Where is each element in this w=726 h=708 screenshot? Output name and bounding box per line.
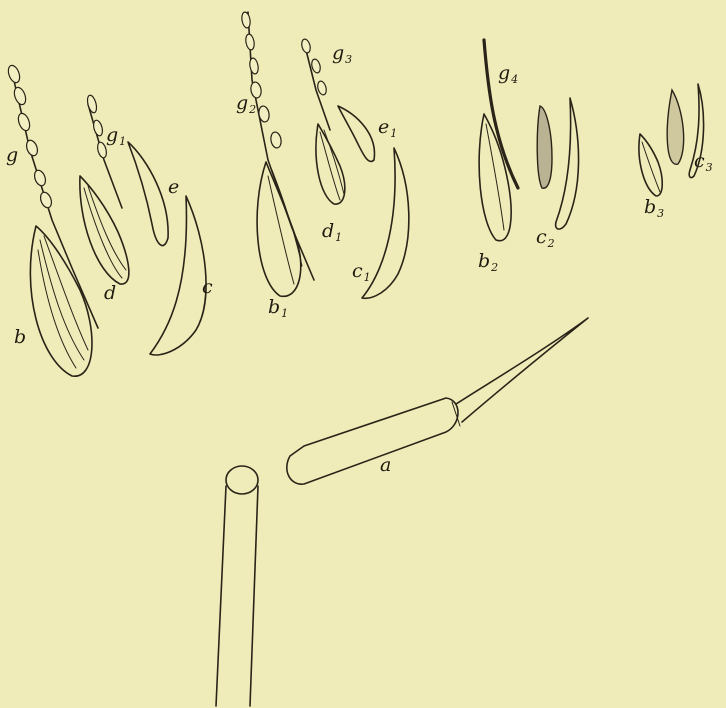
label-g3: g3 xyxy=(332,44,352,65)
label-b: b xyxy=(14,328,27,349)
label-c3: c3 xyxy=(694,152,713,173)
label-b2: b2 xyxy=(478,252,498,273)
label-b1: b1 xyxy=(268,298,288,319)
scale-c xyxy=(150,196,206,355)
label-e1: e1 xyxy=(378,118,397,139)
cell-a xyxy=(287,318,588,484)
label-d1: d1 xyxy=(322,222,342,243)
hair-g xyxy=(12,72,98,328)
label-c: c xyxy=(202,278,214,299)
figure-group-2 xyxy=(241,11,409,298)
scale-e1 xyxy=(338,106,374,161)
scale-c2 xyxy=(556,98,579,229)
cell-a-body xyxy=(287,398,458,484)
tube-end xyxy=(226,466,258,494)
scale-b1 xyxy=(257,162,301,296)
label-g1: g1 xyxy=(106,126,126,147)
label-g4: g4 xyxy=(498,64,518,85)
label-g2: g2 xyxy=(236,94,256,115)
label-e: e xyxy=(168,178,180,199)
scale-inner-3 xyxy=(667,90,683,164)
cell-a-tail xyxy=(456,318,588,422)
scale-b xyxy=(30,226,92,376)
scale-b2 xyxy=(479,114,511,241)
label-b3: b3 xyxy=(644,198,664,219)
tube xyxy=(216,466,258,706)
label-a: a xyxy=(380,456,392,477)
scale-inner-shaded xyxy=(537,106,552,188)
label-c2: c2 xyxy=(536,228,555,249)
scale-d1 xyxy=(316,124,345,204)
label-d: d xyxy=(104,284,117,305)
label-c1: c1 xyxy=(352,262,371,283)
scale-e xyxy=(128,142,168,246)
figure-group-4 xyxy=(639,84,704,196)
figure-group-3 xyxy=(479,40,578,241)
label-g: g xyxy=(6,146,19,167)
figure-group-1 xyxy=(6,64,206,376)
